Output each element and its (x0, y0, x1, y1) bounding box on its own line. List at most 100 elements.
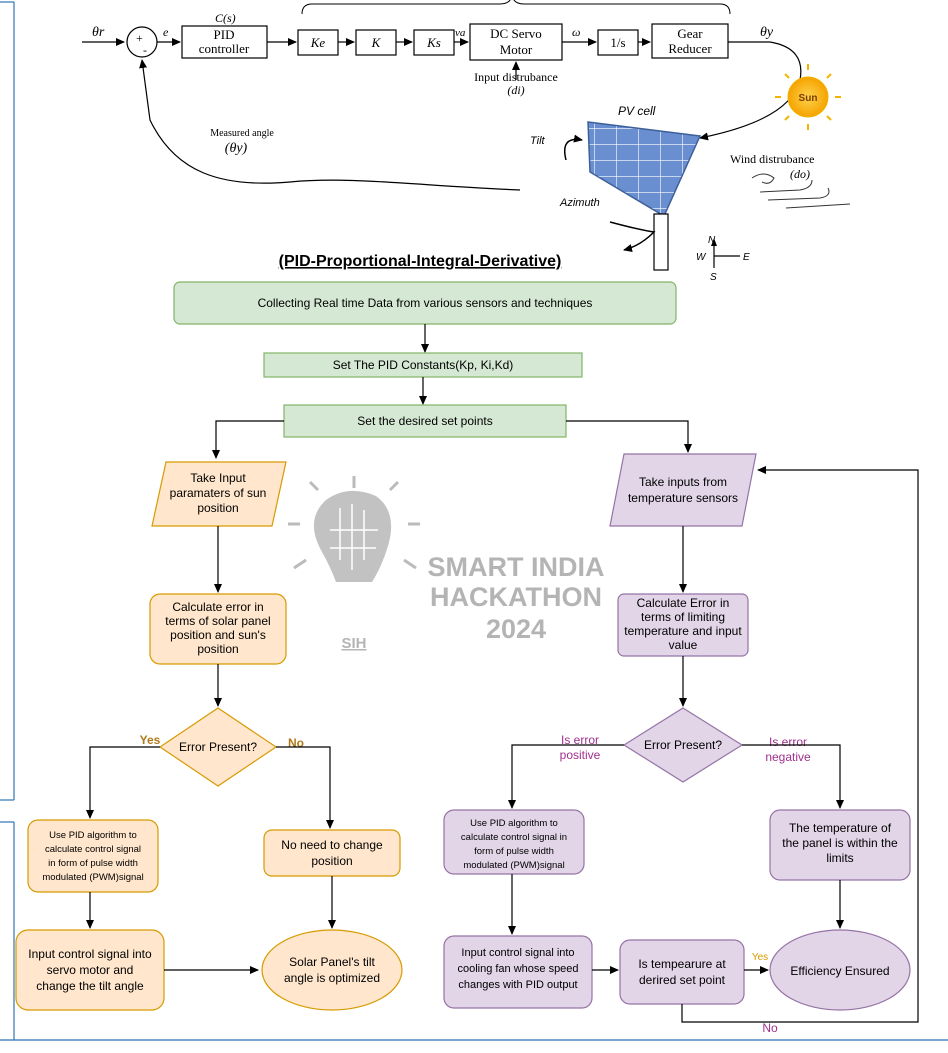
left-input-line3: position (197, 501, 238, 515)
negative-label-line2: negative (765, 750, 811, 764)
wind-disturbance-label: Wind distrubance (730, 152, 815, 166)
left-input-line1: Take Input (190, 471, 246, 485)
no-change-line1: No need to change (281, 838, 383, 852)
motor-line2: Motor (500, 42, 533, 57)
left-no-label: No (288, 736, 304, 750)
sih-badge-label: SIH (341, 635, 366, 652)
input-fan-line3: changes with PID output (458, 979, 577, 991)
gear-line2: Reducer (668, 41, 712, 56)
ks-label: Ks (426, 35, 441, 50)
right-calc-line2: terms of limiting (641, 610, 725, 624)
right-calc-line1: Calculate Error in (637, 596, 730, 610)
right-input-line1: Take inputs from (639, 475, 727, 489)
dc-servo-motor-block (469, 23, 563, 61)
loop-no-label: No (762, 1021, 778, 1035)
right-pid-line1: Use PID algorithm to (470, 818, 558, 829)
gear-reducer-block (651, 23, 729, 59)
panel-pole (653, 213, 669, 271)
arrow-setpoints-left (212, 420, 284, 459)
theta-r-label: θr (92, 25, 105, 40)
right-decision-text: Error Present? (644, 738, 722, 752)
arrow-left-no (276, 746, 334, 829)
optimized-terminal (261, 929, 403, 1011)
arrow-right-positive (508, 744, 624, 809)
error-label: e (163, 25, 169, 39)
sun-label: Sun (799, 93, 818, 104)
ke-label: Ke (310, 35, 326, 50)
collect-data-text: Collecting Real time Data from various s… (258, 296, 593, 310)
va-label: va (455, 27, 466, 39)
input-servo-line3: change the tilt angle (36, 979, 144, 993)
sum-minus: - (143, 43, 147, 57)
azimuth-label: Azimuth (559, 197, 600, 209)
optimized-line2: angle is optimized (284, 971, 380, 985)
pid-controller-block (181, 25, 268, 59)
pv-cell-label: PV cell (618, 104, 656, 118)
within-limits-line1: The temperature of (789, 821, 892, 835)
right-calc-line4: value (669, 638, 698, 652)
sun-icon: Sun (775, 64, 841, 130)
sih-watermark: SIH SMART INDIA HACKATHON 2024 (288, 476, 605, 652)
theta-y-label: θy (760, 25, 774, 40)
right-calc-line3: temperature and input (624, 624, 742, 638)
positive-label-line1: Is error (561, 733, 599, 747)
k-block (355, 29, 397, 56)
left-decision (158, 707, 278, 787)
controller-line1: PID (214, 27, 235, 42)
setpoint-check-box (619, 939, 745, 1005)
left-calc-line2: terms of solar panel (165, 614, 270, 628)
tilt-arrow-icon (564, 134, 583, 161)
wind-icon (751, 173, 851, 209)
integrator-label: 1/s (610, 35, 625, 50)
diagram-heading: (PID-Proportional-Integral-Derivative) (279, 253, 562, 270)
efficiency-text: Efficiency Ensured (790, 964, 889, 978)
compass-icon: N S E W (696, 235, 750, 283)
setpoint-check-line1: Is tempearure at (638, 957, 726, 971)
arrow-right-negative (742, 744, 844, 809)
input-fan-line1: Input control signal into (461, 947, 574, 959)
sum-plus: + (136, 31, 143, 45)
left-pid-line2: calculate control signal (45, 844, 141, 855)
watermark-line1: SMART INDIA (428, 552, 605, 582)
right-decision (622, 707, 744, 783)
omega-label: ω (572, 25, 580, 39)
motor-line1: DC Servo (490, 26, 542, 41)
left-yes-label: Yes (140, 733, 161, 747)
k-label: K (371, 35, 382, 50)
input-disturbance-label: Input distrubance (474, 70, 558, 84)
set-points-box (283, 404, 567, 438)
arrow-setpoints-right (566, 420, 692, 453)
left-pid-line4: modulated (PWM)signal (42, 872, 143, 883)
set-constants-text: Set The PID Constants(Kp, Ki,Kd) (333, 358, 514, 372)
measured-angle-sym: (θy) (225, 141, 248, 156)
within-limits-line3: limits (826, 851, 853, 865)
no-change-box (263, 829, 401, 877)
compass-s: S (710, 272, 717, 283)
compass-n: N (708, 235, 716, 246)
controller-tag: C(s) (215, 11, 236, 25)
right-pid-line2: calculate control signal in (461, 832, 567, 843)
within-limits-line2: the panel is within the (782, 836, 898, 850)
pv-panel (587, 121, 702, 218)
left-decision-text: Error Present? (179, 740, 257, 754)
setpoint-check-line2: derired set point (639, 973, 726, 987)
controller-line2: controller (199, 41, 250, 56)
left-pid-line1: Use PID algorithm to (49, 830, 137, 841)
input-fan-box (443, 935, 593, 1009)
gear-line1: Gear (677, 26, 703, 41)
positive-label-line2: positive (560, 748, 601, 762)
brain-bulb-icon: SIH (288, 476, 420, 652)
plant-brace (301, 0, 731, 15)
input-servo-line1: Input control signal into (28, 947, 152, 961)
input-fan-line2: cooling fan whose speed (457, 963, 578, 975)
measured-angle-label: Measured angle (210, 128, 274, 139)
right-pid-line3: form of pulse width (474, 846, 554, 857)
feedback-path (139, 59, 521, 191)
watermark-line2: HACKATHON (430, 582, 602, 612)
arrow-no-loop-back (681, 466, 919, 1023)
left-pid-line3: in form of pulse width (48, 858, 138, 869)
left-input-box (151, 461, 287, 527)
wind-disturbance-sym: (do) (790, 167, 810, 181)
